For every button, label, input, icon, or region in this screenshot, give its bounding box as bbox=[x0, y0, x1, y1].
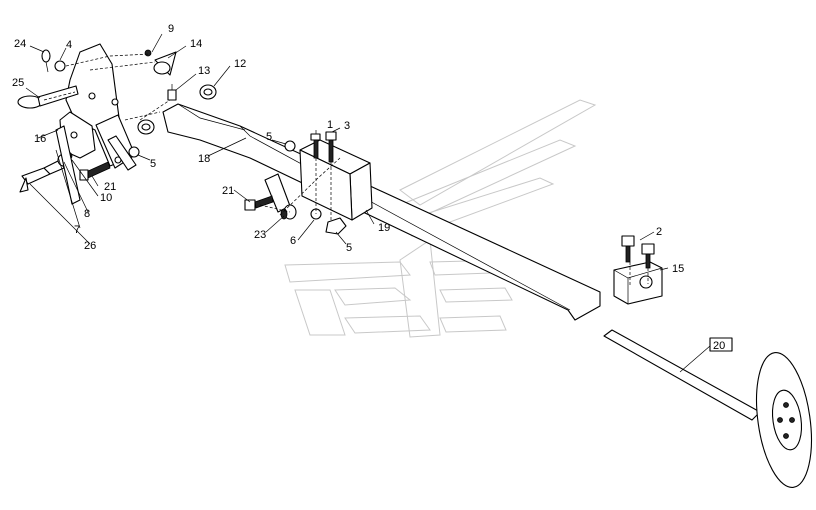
callout-15: 15 bbox=[672, 263, 684, 275]
leader-lines bbox=[25, 33, 711, 373]
bushing-12 bbox=[137, 84, 217, 135]
callout-2: 2 bbox=[656, 226, 662, 238]
callout-19: 19 bbox=[378, 222, 390, 234]
callout-26: 26 bbox=[84, 240, 96, 252]
bolt-21-bar bbox=[244, 195, 274, 211]
callout-23: 23 bbox=[254, 229, 266, 241]
callout-13: 13 bbox=[198, 65, 210, 77]
assembly-lines bbox=[43, 53, 649, 286]
callout-5-left: 5 bbox=[150, 158, 156, 170]
callout-18: 18 bbox=[198, 153, 210, 165]
link-plate-7-8 bbox=[55, 125, 137, 205]
callout-7: 7 bbox=[74, 224, 80, 236]
callout-24: 24 bbox=[14, 38, 26, 50]
bolts-2 bbox=[621, 235, 655, 269]
bolts-1-3 bbox=[310, 131, 337, 163]
nut-5-upper bbox=[284, 140, 296, 152]
callout-labels: 24 4 9 14 13 12 25 16 1 3 5 18 5 21 21 2… bbox=[12, 23, 733, 352]
bracket-19 bbox=[264, 139, 373, 221]
ball-9 bbox=[144, 49, 152, 57]
callout-8: 8 bbox=[84, 208, 90, 220]
callout-20: 20 bbox=[713, 340, 725, 352]
callout-4: 4 bbox=[66, 39, 72, 51]
callout-1: 1 bbox=[327, 119, 333, 131]
grease-nipple-13 bbox=[167, 84, 177, 101]
marker-disc-20 bbox=[603, 329, 812, 488]
nut-4 bbox=[54, 60, 66, 72]
callout-9: 9 bbox=[168, 23, 174, 35]
callout-5-lower: 5 bbox=[346, 242, 352, 254]
hitch-pin-25 bbox=[17, 85, 79, 109]
cone-14 bbox=[153, 51, 177, 76]
bolt-21-left bbox=[79, 161, 111, 181]
callout-6: 6 bbox=[290, 235, 296, 247]
callout-12: 12 bbox=[234, 58, 246, 70]
callout-21-left: 21 bbox=[104, 181, 116, 193]
callout-21-bar: 21 bbox=[222, 185, 234, 197]
callout-16: 16 bbox=[34, 133, 46, 145]
watermark-logo bbox=[284, 99, 597, 338]
callout-5-upper: 5 bbox=[266, 131, 272, 143]
clip-pin-24 bbox=[41, 49, 51, 73]
callout-10: 10 bbox=[100, 192, 112, 204]
callout-20-box bbox=[709, 337, 733, 352]
drawbar-18 bbox=[162, 103, 601, 321]
nut-5-left bbox=[128, 146, 140, 158]
callout-14: 14 bbox=[190, 38, 202, 50]
callout-3: 3 bbox=[344, 120, 350, 132]
callout-25: 25 bbox=[12, 77, 24, 89]
clamp-15 bbox=[613, 261, 663, 305]
